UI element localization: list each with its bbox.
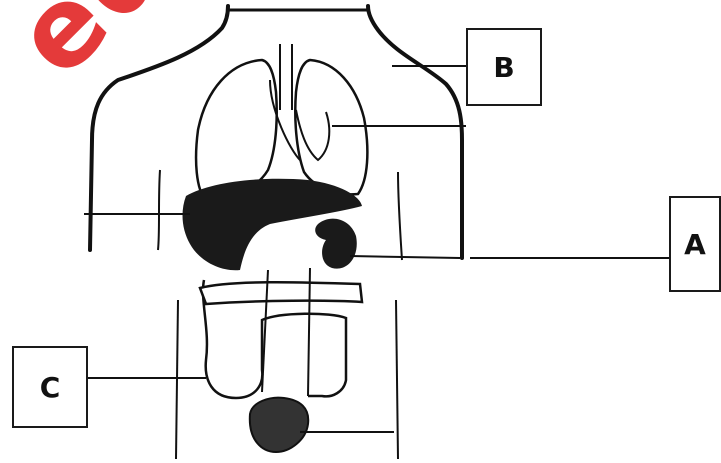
label-b-text: B <box>493 51 514 84</box>
neck-outline-right <box>368 6 462 258</box>
label-c-text: C <box>40 371 61 404</box>
label-box-a: A <box>669 196 721 292</box>
body-side-left <box>176 300 178 459</box>
arm-line-left <box>158 170 160 250</box>
bladder <box>250 398 308 452</box>
body-side-right <box>396 300 398 459</box>
kidney <box>315 219 357 269</box>
pointer-line-kidney <box>350 256 460 258</box>
arm-line-right <box>398 172 402 260</box>
transverse-colon <box>200 282 362 304</box>
left-lung <box>196 60 277 200</box>
label-a-text: A <box>684 228 706 261</box>
label-box-c: C <box>12 346 88 428</box>
label-box-b: B <box>466 28 542 106</box>
